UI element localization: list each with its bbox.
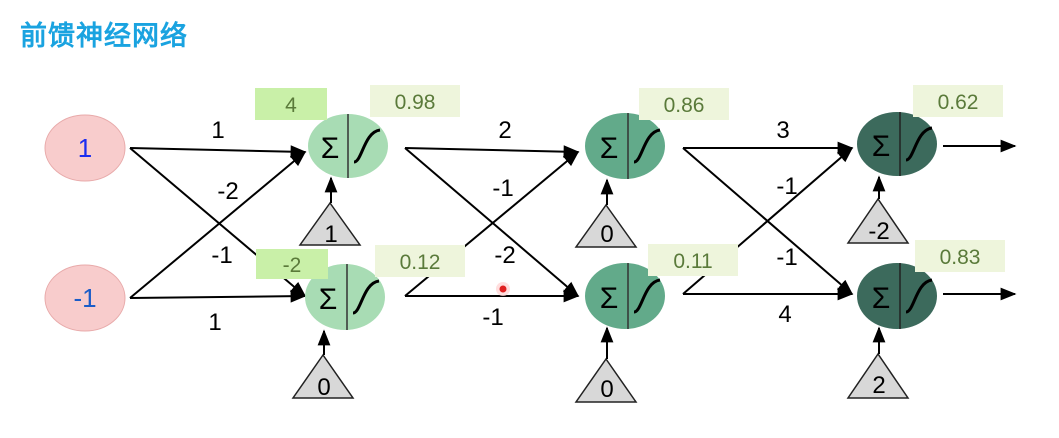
input-node-2: -1 [44, 264, 126, 332]
weight-label: -1 [492, 175, 513, 202]
input-value: -1 [73, 283, 96, 313]
connections-layer2 [404, 145, 580, 303]
weight-labels-layer3: 3 -1 -1 4 [776, 117, 797, 328]
edge [129, 150, 307, 299]
output-value: 0.98 [395, 91, 436, 114]
output-box-l2-n2: 0.11 [648, 244, 738, 276]
output-box-l3-n1: 0.62 [913, 85, 1003, 117]
weight-label: 4 [778, 301, 791, 328]
weight-labels-layer2: 2 -1 -2 -1 [482, 117, 515, 331]
output-boxes: 0.98 0.12 0.86 0.11 0.62 0.83 [370, 85, 1005, 277]
weight-label: 1 [208, 309, 221, 336]
sum-symbol: Σ [319, 283, 338, 316]
weight-label: 1 [211, 117, 224, 144]
page-title: 前馈神经网络 [20, 21, 188, 52]
sigmoid-curve-icon [905, 126, 933, 162]
bias-value: 0 [317, 374, 330, 401]
weight-label: 2 [498, 117, 511, 144]
weight-label: -1 [776, 173, 797, 200]
output-box-l3-n2: 0.83 [915, 240, 1005, 272]
bias-value: -2 [868, 218, 889, 245]
sum-symbol: Σ [321, 132, 340, 165]
neuron-l2-n2: Σ [585, 263, 665, 329]
sigmoid-curve-icon [353, 128, 381, 164]
sum-value: 4 [285, 94, 297, 117]
sum-symbol: Σ [872, 282, 891, 315]
sum-symbol: Σ [872, 130, 891, 163]
bias-value: 0 [600, 221, 613, 248]
weight-label: -1 [211, 242, 232, 269]
output-value: 0.62 [938, 91, 979, 114]
sigmoid-curve-icon [633, 128, 661, 164]
weight-labels-layer1: 1 -2 -1 1 [208, 117, 238, 336]
cursor-highlight [496, 282, 510, 296]
sigmoid-curve-icon [352, 279, 380, 315]
bias-l1-n1: 1 [298, 176, 362, 248]
bias-l2-n1: 0 [574, 178, 638, 248]
edge [129, 145, 307, 159]
neuron-l1-n1: Σ [308, 114, 388, 178]
sum-symbol: Σ [600, 282, 619, 315]
bias-l3-n2: 2 [846, 326, 910, 399]
sum-value: -2 [283, 254, 302, 277]
output-value: 0.11 [673, 250, 712, 273]
neuron-l3-n1: Σ [857, 112, 937, 176]
output-value: 0.83 [940, 246, 981, 269]
input-node-1: 1 [44, 114, 126, 182]
output-arrows [943, 139, 1017, 301]
sigmoid-curve-icon [633, 278, 661, 314]
sum-boxes: 4 -2 [255, 88, 328, 279]
output-value: 0.12 [400, 251, 441, 274]
output-box-l1-n1: 0.98 [370, 85, 460, 117]
bias-l2-n2: 0 [574, 326, 638, 403]
sum-box-l1-n2: -2 [256, 249, 328, 279]
edge [129, 289, 307, 303]
bias-l3-n1: -2 [846, 175, 910, 245]
bias-l1-n2: 0 [291, 329, 355, 401]
weight-label: -2 [494, 242, 515, 269]
output-box-l2-n1: 0.86 [639, 88, 729, 120]
neurons: Σ Σ Σ Σ Σ Σ [305, 112, 937, 330]
neuron-l2-n1: Σ [585, 113, 665, 179]
weight-label: -2 [217, 178, 238, 205]
weight-label: -1 [776, 244, 797, 271]
input-value: 1 [78, 133, 92, 163]
neuron-l3-n2: Σ [857, 263, 937, 329]
sum-box-l1-n1: 4 [255, 88, 327, 120]
weight-label: 3 [776, 117, 789, 144]
output-box-l1-n2: 0.12 [375, 245, 465, 277]
edge [404, 147, 580, 298]
sum-symbol: Σ [600, 132, 619, 165]
bias-value: 1 [324, 221, 337, 248]
neuron-l1-n2: Σ [305, 264, 385, 330]
output-value: 0.86 [664, 94, 705, 117]
bias-units: 1 0 0 0 -2 2 [291, 175, 910, 403]
edge [404, 145, 580, 159]
sigmoid-curve-icon [905, 278, 933, 314]
weight-label: -1 [482, 304, 503, 331]
bias-value: 0 [600, 376, 613, 403]
bias-value: 2 [872, 372, 885, 399]
